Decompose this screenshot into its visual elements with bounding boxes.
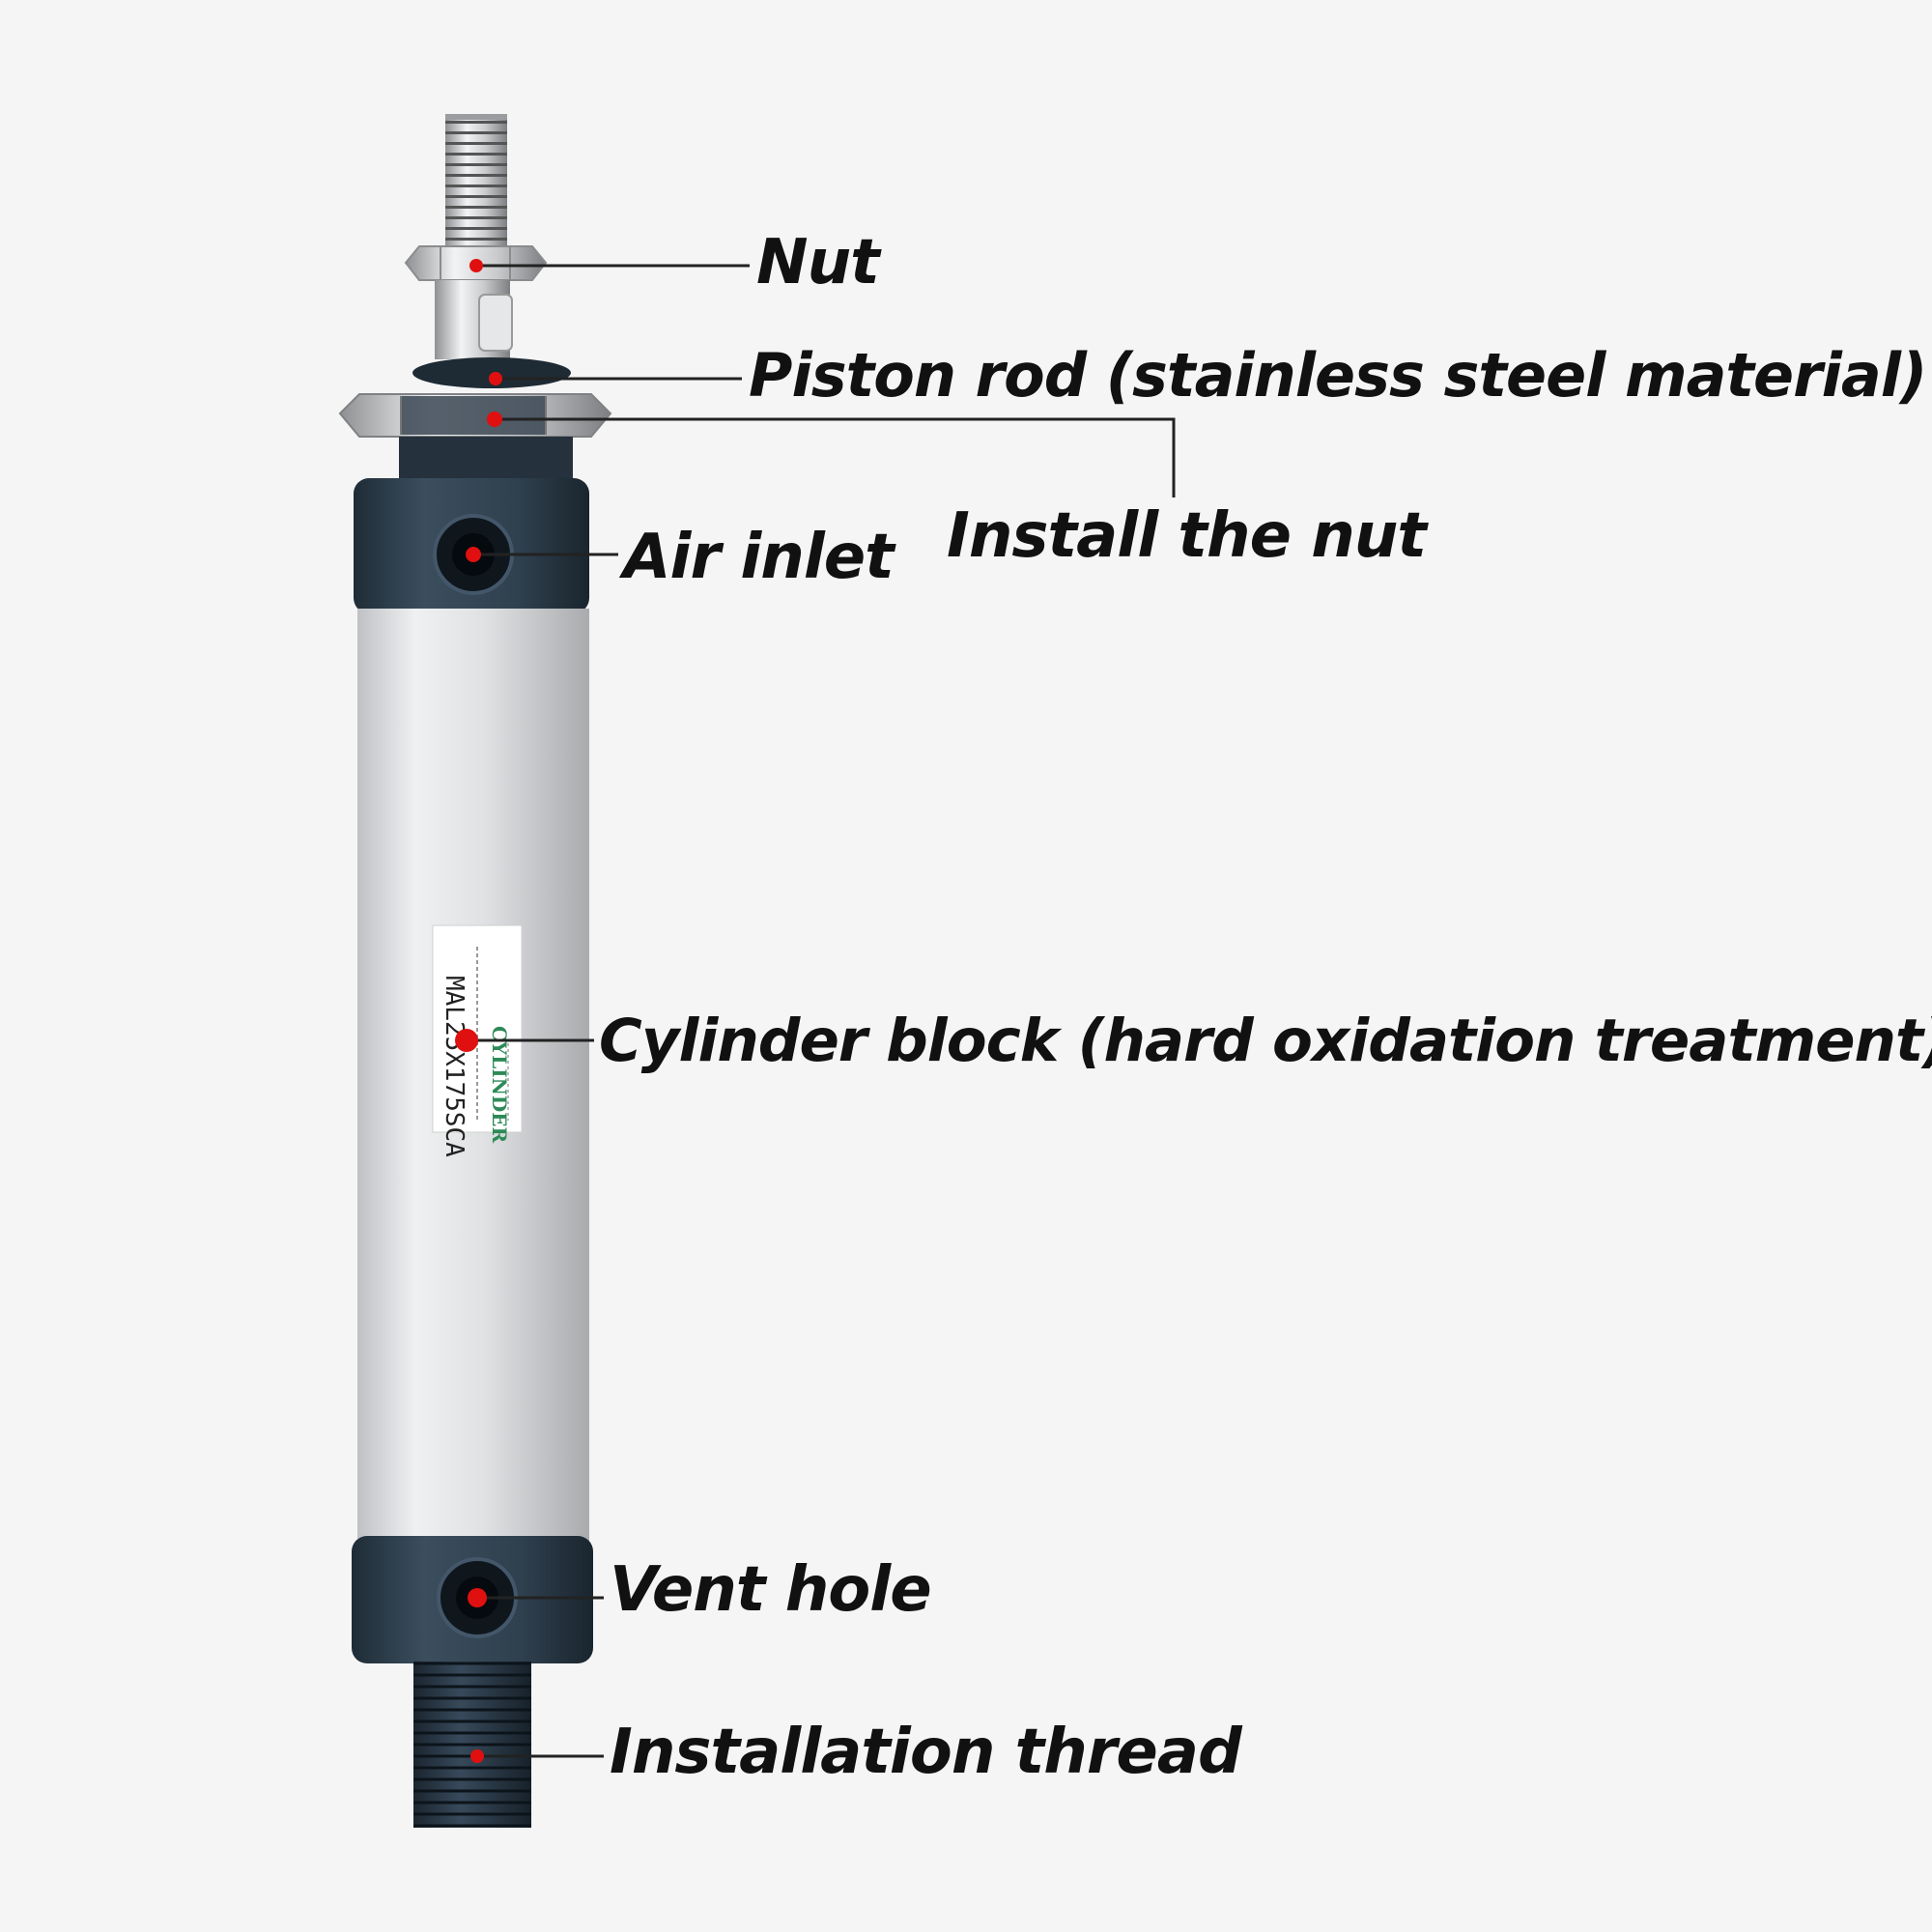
callout-markers xyxy=(455,259,502,1763)
top-neck xyxy=(399,437,573,485)
top-threaded-stud xyxy=(445,114,507,251)
piston-rod xyxy=(412,280,571,388)
top-end-cap xyxy=(354,478,589,613)
label-model-text: MAL25X175SCA xyxy=(440,976,469,1157)
callout-install-nut: Install the nut xyxy=(947,500,1427,572)
callout-cylinder-block: Cylinder block (hard oxidation treatment… xyxy=(599,1007,1932,1075)
marker-install-nut xyxy=(487,412,502,427)
product-label-sticker: MAL25X175SCA CYLINDER xyxy=(432,924,523,1157)
callout-vent-hole: Vent hole xyxy=(610,1554,932,1626)
callout-nut: Nut xyxy=(756,227,880,298)
leader-lines xyxy=(467,264,1176,1758)
callout-installation-thread: Installation thread xyxy=(610,1717,1242,1788)
marker-piston-rod xyxy=(489,372,502,385)
marker-installation-thread xyxy=(470,1749,484,1763)
marker-nut xyxy=(469,259,483,272)
marker-air-inlet xyxy=(466,547,481,562)
callout-piston-rod: Piston rod (stainless steel material) xyxy=(749,340,1927,411)
callout-air-inlet: Air inlet xyxy=(623,522,895,593)
mounting-nut xyxy=(338,393,612,438)
marker-cylinder-block xyxy=(455,1029,478,1052)
leader-line-install-nut xyxy=(495,417,1176,497)
bottom-installation-thread xyxy=(413,1662,531,1828)
marker-vent-hole xyxy=(468,1588,487,1607)
